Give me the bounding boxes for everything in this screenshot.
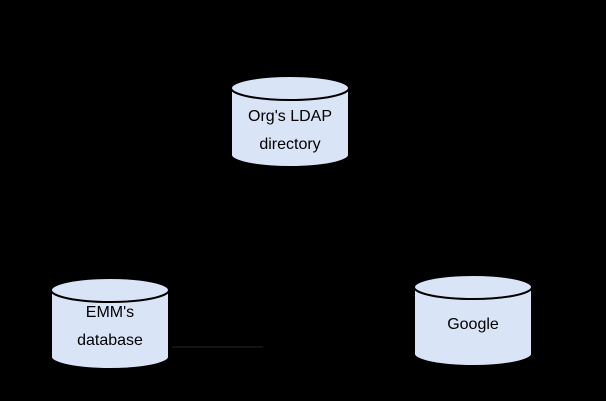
node-label-line: directory — [259, 136, 321, 153]
database-cylinder-icon — [230, 75, 350, 168]
node-orgs-ldap-directory: Org's LDAP directory — [229, 74, 351, 169]
node-label: EMM's database — [49, 299, 171, 355]
node-label-line: database — [77, 332, 143, 349]
database-cylinder-icon — [50, 277, 170, 370]
cylinder-top — [50, 277, 170, 303]
node-label: Google — [412, 311, 534, 339]
cylinder-top — [413, 274, 533, 300]
node-label-line: Org's LDAP — [248, 108, 332, 125]
cylinder-top — [230, 75, 350, 101]
node-emms-database: EMM's database — [49, 276, 171, 371]
node-label-line: EMM's — [85, 304, 135, 321]
faint-connector-line — [172, 346, 263, 348]
cylinder-body — [413, 286, 533, 367]
database-cylinder-icon — [413, 274, 533, 367]
node-label-line: Google — [447, 316, 499, 333]
node-label: Org's LDAP directory — [229, 103, 351, 159]
node-google: Google — [412, 273, 534, 368]
cylinder-body — [230, 87, 350, 168]
cylinder-body — [50, 289, 170, 370]
